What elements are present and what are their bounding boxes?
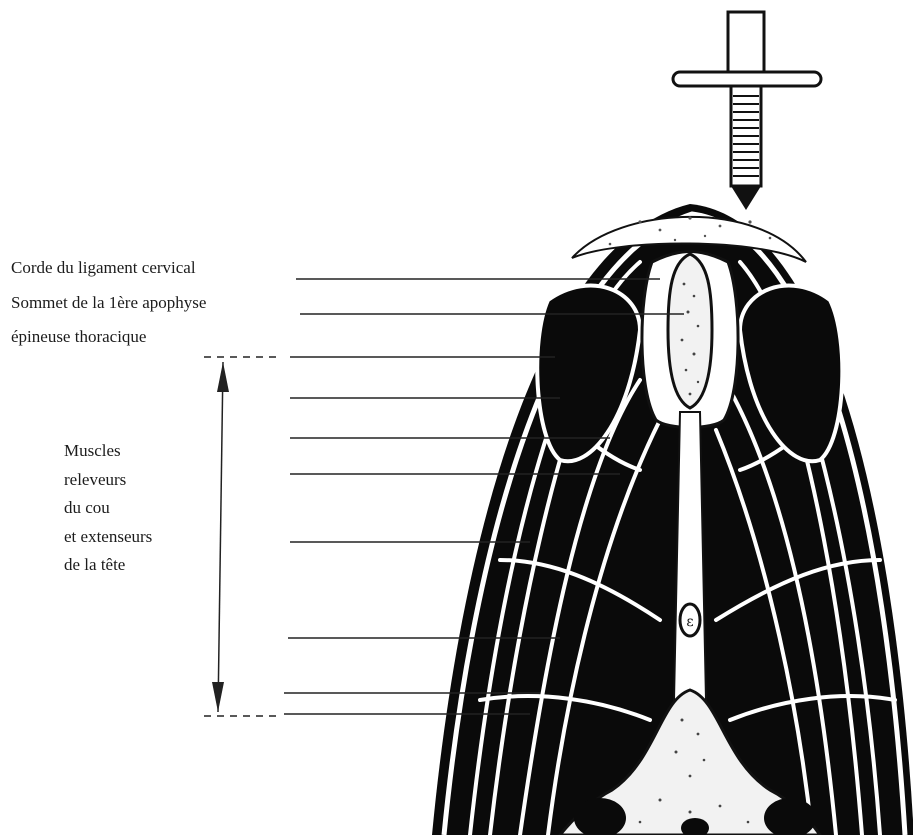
arrow-up-icon [217,362,229,392]
needle-icon [673,12,821,210]
neck-cross-section: ε [432,204,913,835]
label-sommet-apophyse: Sommet de la 1ère apophyse [11,293,206,313]
label-corde-ligament: Corde du ligament cervical [11,258,196,278]
muscles-line: Muscles [64,437,152,466]
muscles-line: et extenseurs [64,523,152,552]
bracket-arrow [204,357,278,716]
label-muscles-group: Muscles releveurs du cou et extenseurs d… [64,437,152,580]
label-epineuse-thoracique: épineuse thoracique [11,327,146,347]
svg-text:ε: ε [686,614,693,630]
arrow-down-icon [212,682,224,712]
muscles-line: du cou [64,494,152,523]
muscles-line: de la tête [64,551,152,580]
muscles-line: releveurs [64,466,152,495]
